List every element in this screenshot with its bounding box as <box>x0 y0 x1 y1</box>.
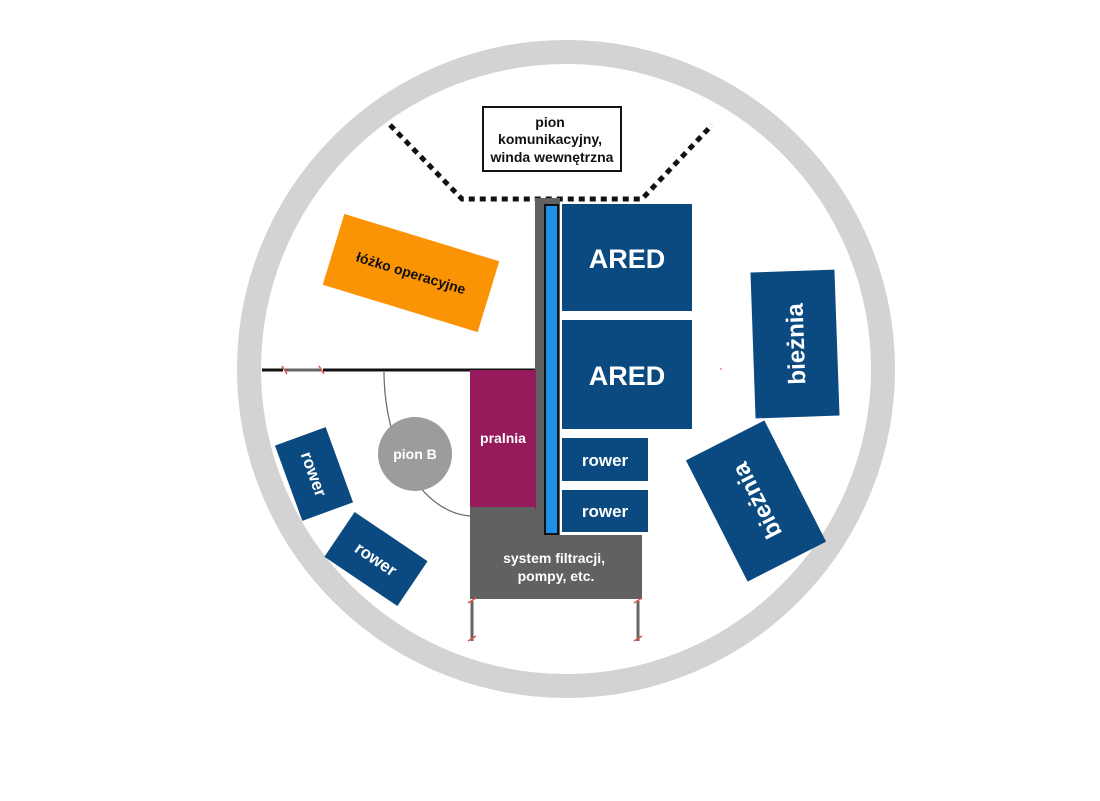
treadmill-bottom: bieżnia <box>685 420 827 582</box>
comm-shaft-box <box>482 106 622 172</box>
shaft-b-label: pion B <box>393 446 437 462</box>
left-door-mark-1 <box>281 365 288 375</box>
rower-left-top: rower <box>274 427 354 521</box>
comm-shaft-label: pion komunikacyjny, winda wewnętrzna <box>490 114 614 165</box>
rower-left-bottom: rower <box>324 512 428 606</box>
bottom-left-door-mark-1 <box>467 597 477 604</box>
bottom-left-door-mark-2 <box>467 635 477 642</box>
ared-top-label: ARED <box>589 244 666 274</box>
ared-top <box>562 204 692 311</box>
treadmill-top: bieżnia <box>750 269 840 419</box>
left-door-mark-2 <box>318 365 325 375</box>
rower-center-bottom <box>562 490 648 532</box>
laundry-label: pralnia <box>480 430 526 446</box>
filtration-line-2: pompy, etc. <box>518 568 595 584</box>
filtration-block <box>470 507 642 599</box>
comm-shaft-line-1: pion <box>535 114 565 130</box>
bottom-right-door-mark-2 <box>633 635 643 642</box>
treadmill-top-label: bieżnia <box>782 302 812 385</box>
water-pipe <box>544 204 559 535</box>
rower-center-top <box>562 438 648 481</box>
comm-shaft-boundary <box>388 123 714 202</box>
shaft-b <box>378 417 452 491</box>
filtration-label: system filtracji, pompy, etc. <box>503 550 609 584</box>
surgical-bed: łóżko operacyjne <box>322 213 500 333</box>
rower-center-bottom-label: rower <box>582 502 629 521</box>
comm-shaft-line-2: komunikacyjny, <box>498 131 602 147</box>
rower-center-top-label: rower <box>582 451 629 470</box>
comm-shaft-line-3: winda wewnętrzna <box>490 149 614 165</box>
filtration-line-1: system filtracji, <box>503 550 605 566</box>
ared-bottom <box>562 320 692 429</box>
habitat-outer-ring <box>237 40 895 698</box>
laundry-block <box>470 370 536 510</box>
ared-bottom-label: ARED <box>589 361 666 391</box>
bottom-right-door-mark-1 <box>633 597 643 604</box>
